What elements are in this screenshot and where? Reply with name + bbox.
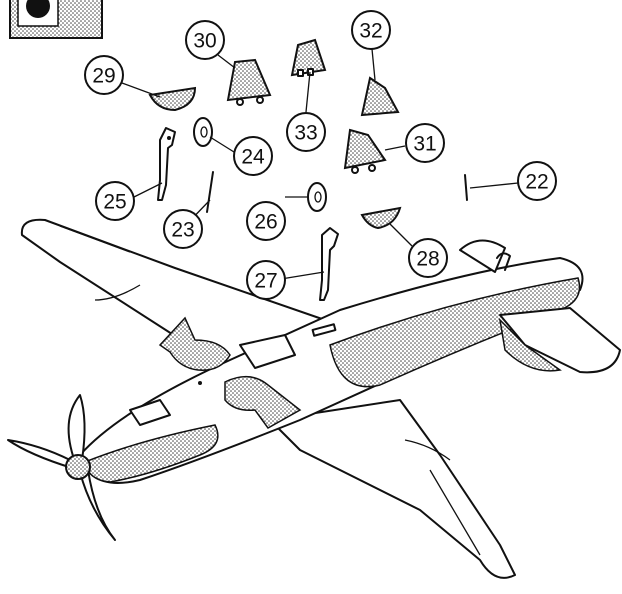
callout-26-label: 26 xyxy=(254,211,277,234)
callout-24: 24 xyxy=(234,137,272,175)
part-31-wheel-door xyxy=(345,130,385,173)
part-27-strut xyxy=(320,228,338,300)
callout-23-label: 23 xyxy=(171,219,194,242)
part-26-wheel xyxy=(308,183,326,211)
callout-27: 27 xyxy=(247,261,285,299)
part-23-pin xyxy=(207,172,213,212)
callout-30: 30 xyxy=(186,21,224,59)
part-25-strut xyxy=(158,128,175,200)
callout-32-label: 32 xyxy=(359,20,382,43)
part-22-pin xyxy=(465,175,467,200)
callout-28: 28 xyxy=(409,239,447,277)
callout-33: 33 xyxy=(287,113,325,151)
callout-24-label: 24 xyxy=(241,146,265,169)
part-33-wheel-door xyxy=(292,40,325,76)
callout-30-label: 30 xyxy=(193,30,216,53)
part-32-wheel-door xyxy=(362,78,398,115)
callout-27-label: 27 xyxy=(254,270,277,293)
aircraft-fuselage-and-wing xyxy=(22,220,620,578)
callout-25: 25 xyxy=(96,182,134,220)
callout-26: 26 xyxy=(247,202,285,240)
part-29-fairing xyxy=(150,88,195,110)
callout-29: 29 xyxy=(85,56,123,94)
callout-22-label: 22 xyxy=(525,171,548,194)
callout-32: 32 xyxy=(352,11,390,49)
callout-22: 22 xyxy=(518,162,556,200)
callout-29-label: 29 xyxy=(92,65,115,88)
part-28-fairing xyxy=(362,208,400,228)
callout-33-label: 33 xyxy=(294,122,317,145)
callout-31: 31 xyxy=(406,124,444,162)
callout-25-label: 25 xyxy=(103,191,126,214)
callout-31-label: 31 xyxy=(413,133,436,156)
callout-28-label: 28 xyxy=(416,248,439,271)
step-badge-icon xyxy=(10,0,102,38)
callout-23: 23 xyxy=(164,210,202,248)
part-24-wheel xyxy=(194,118,212,146)
